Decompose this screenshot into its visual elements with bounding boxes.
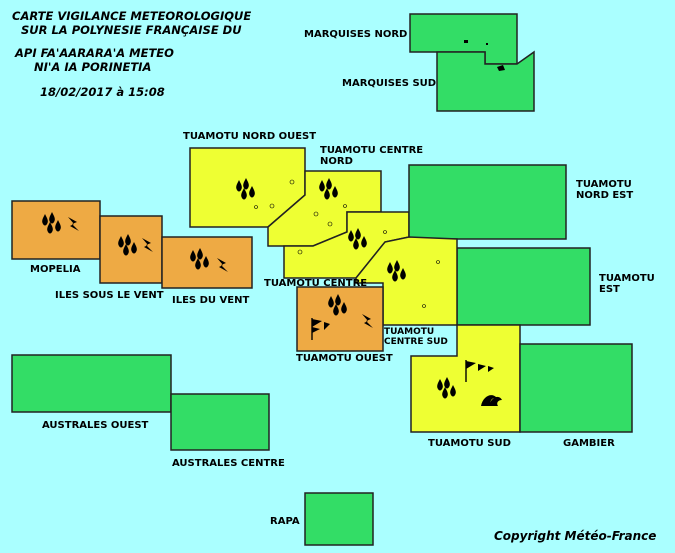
label-tuamotu-nord-est: TUAMOTU NORD EST xyxy=(576,179,634,201)
label-tuamotu-nord-ouest: TUAMOTU NORD OUEST xyxy=(183,131,317,142)
label-tuamotu-centre-sud: TUAMOTU CENTRE SUD xyxy=(384,327,448,347)
label-gambier: GAMBIER xyxy=(563,438,615,449)
label-iles-du-vent: ILES DU VENT xyxy=(172,295,250,306)
label-marquises-nord: MARQUISES NORD xyxy=(304,29,408,40)
label-australes-centre: AUSTRALES CENTRE xyxy=(172,458,285,469)
label-tuamotu-ouest: TUAMOTU OUEST xyxy=(296,353,393,364)
zone-tuamotu-est[interactable] xyxy=(456,247,591,326)
label-tuamotu-sud: TUAMOTU SUD xyxy=(428,438,511,449)
zone-iles-du-vent[interactable] xyxy=(161,236,253,289)
zone-australes-ouest[interactable] xyxy=(11,354,172,413)
header-title-line2: SUR LA POLYNESIE FRANÇAISE DU xyxy=(21,23,242,37)
zone-gambier[interactable] xyxy=(519,343,633,433)
label-australes-ouest: AUSTRALES OUEST xyxy=(42,420,149,431)
header-date: 18/02/2017 à 15:08 xyxy=(40,85,165,99)
label-rapa: RAPA xyxy=(270,516,300,527)
label-tuamotu-est: TUAMOTU EST xyxy=(599,273,655,295)
wind-icon xyxy=(465,360,494,382)
wind-icon xyxy=(311,318,330,340)
header-title-line4: NI'A IA PORINETIA xyxy=(34,60,152,74)
label-tuamotu-centre: TUAMOTU CENTRE xyxy=(264,278,368,289)
zone-australes-centre[interactable] xyxy=(170,393,270,451)
label-iles-sous-le-vent: ILES SOUS LE VENT xyxy=(55,290,164,301)
zone-tuamotu-nord-est[interactable] xyxy=(408,164,567,240)
zone-iles-sous-le-vent[interactable] xyxy=(99,215,163,284)
label-marquises-sud: MARQUISES SUD xyxy=(342,78,437,89)
label-tuamotu-centre-nord: TUAMOTU CENTRE NORD xyxy=(320,145,424,167)
zone-tuamotu-sud[interactable] xyxy=(410,324,521,433)
zone-marquises-sud[interactable] xyxy=(436,50,535,112)
copyright-text: Copyright Météo-France xyxy=(494,529,657,543)
zone-tuamotu-ouest[interactable] xyxy=(296,286,384,352)
header-title-line3: API FA'AARARA'A METEO xyxy=(15,46,174,60)
label-mopelia: MOPELIA xyxy=(30,264,81,275)
header-title-line1: CARTE VIGILANCE METEOROLOGIQUE xyxy=(12,9,252,23)
zone-rapa[interactable] xyxy=(304,492,374,546)
waves-icon xyxy=(481,395,502,406)
zone-mopelia[interactable] xyxy=(11,200,101,260)
